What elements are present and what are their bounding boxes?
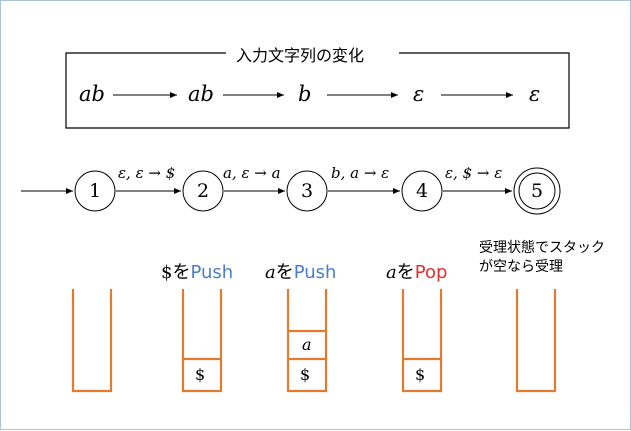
input-box-border [65, 52, 570, 129]
push-action-text: Push [190, 262, 234, 283]
stack-4 [401, 289, 443, 393]
transition-label-2-3: a, ε → a [223, 164, 281, 182]
op-suffix: を [172, 262, 191, 283]
op-suffix: を [275, 262, 294, 283]
transition-label-1-2: ε, ε → $ [118, 164, 176, 182]
state-3-circle [286, 170, 328, 212]
state-2-circle [182, 170, 224, 212]
stack-2-cell-bottom: $ [195, 365, 206, 384]
transition-label-3-4: b, a → ε [331, 164, 390, 182]
input-string-3: b [298, 82, 312, 106]
op-symbol: $ [161, 262, 173, 283]
op-symbol: a [265, 262, 276, 283]
input-string-5: ε [529, 82, 541, 106]
state-3-label: 3 [301, 180, 314, 202]
state-1-circle [74, 170, 116, 212]
op-label-push-dollar: $をPush [161, 258, 233, 284]
state-2-label: 2 [197, 180, 210, 202]
state-1-label: 1 [89, 180, 102, 202]
stack-3-cell-bottom: $ [300, 365, 311, 384]
state-4-circle [401, 170, 443, 212]
stack-3 [286, 289, 328, 393]
state-5-label: 5 [531, 180, 544, 202]
push-action-text: Push [293, 262, 337, 283]
state-5-inner-circle [518, 172, 556, 210]
op-suffix: を [396, 262, 415, 283]
stack-2 [181, 289, 223, 393]
stack-4-cell-bottom: $ [415, 365, 426, 384]
accept-note-line-2: が空なら受理 [479, 259, 563, 275]
op-label-push-a: aをPush [265, 258, 336, 284]
input-string-4: ε [413, 82, 425, 106]
op-symbol: a [386, 262, 397, 283]
stack-3-cell-top: a [302, 335, 312, 354]
stack-1 [71, 289, 113, 393]
op-label-pop-a: aをPop [386, 258, 447, 284]
transition-label-4-5: ε, $ → ε [445, 164, 503, 182]
input-box-title: 入力文字列の変化 [233, 42, 368, 66]
pop-action-text: Pop [414, 262, 448, 283]
state-4-label: 4 [416, 180, 429, 202]
input-string-2: ab [188, 82, 214, 106]
accept-note-line-1: 受理状態でスタック [479, 240, 605, 256]
accept-condition-note: 受理状態でスタック が空なら受理 [479, 239, 605, 277]
stack-5 [515, 289, 557, 393]
input-string-1: ab [79, 82, 105, 106]
